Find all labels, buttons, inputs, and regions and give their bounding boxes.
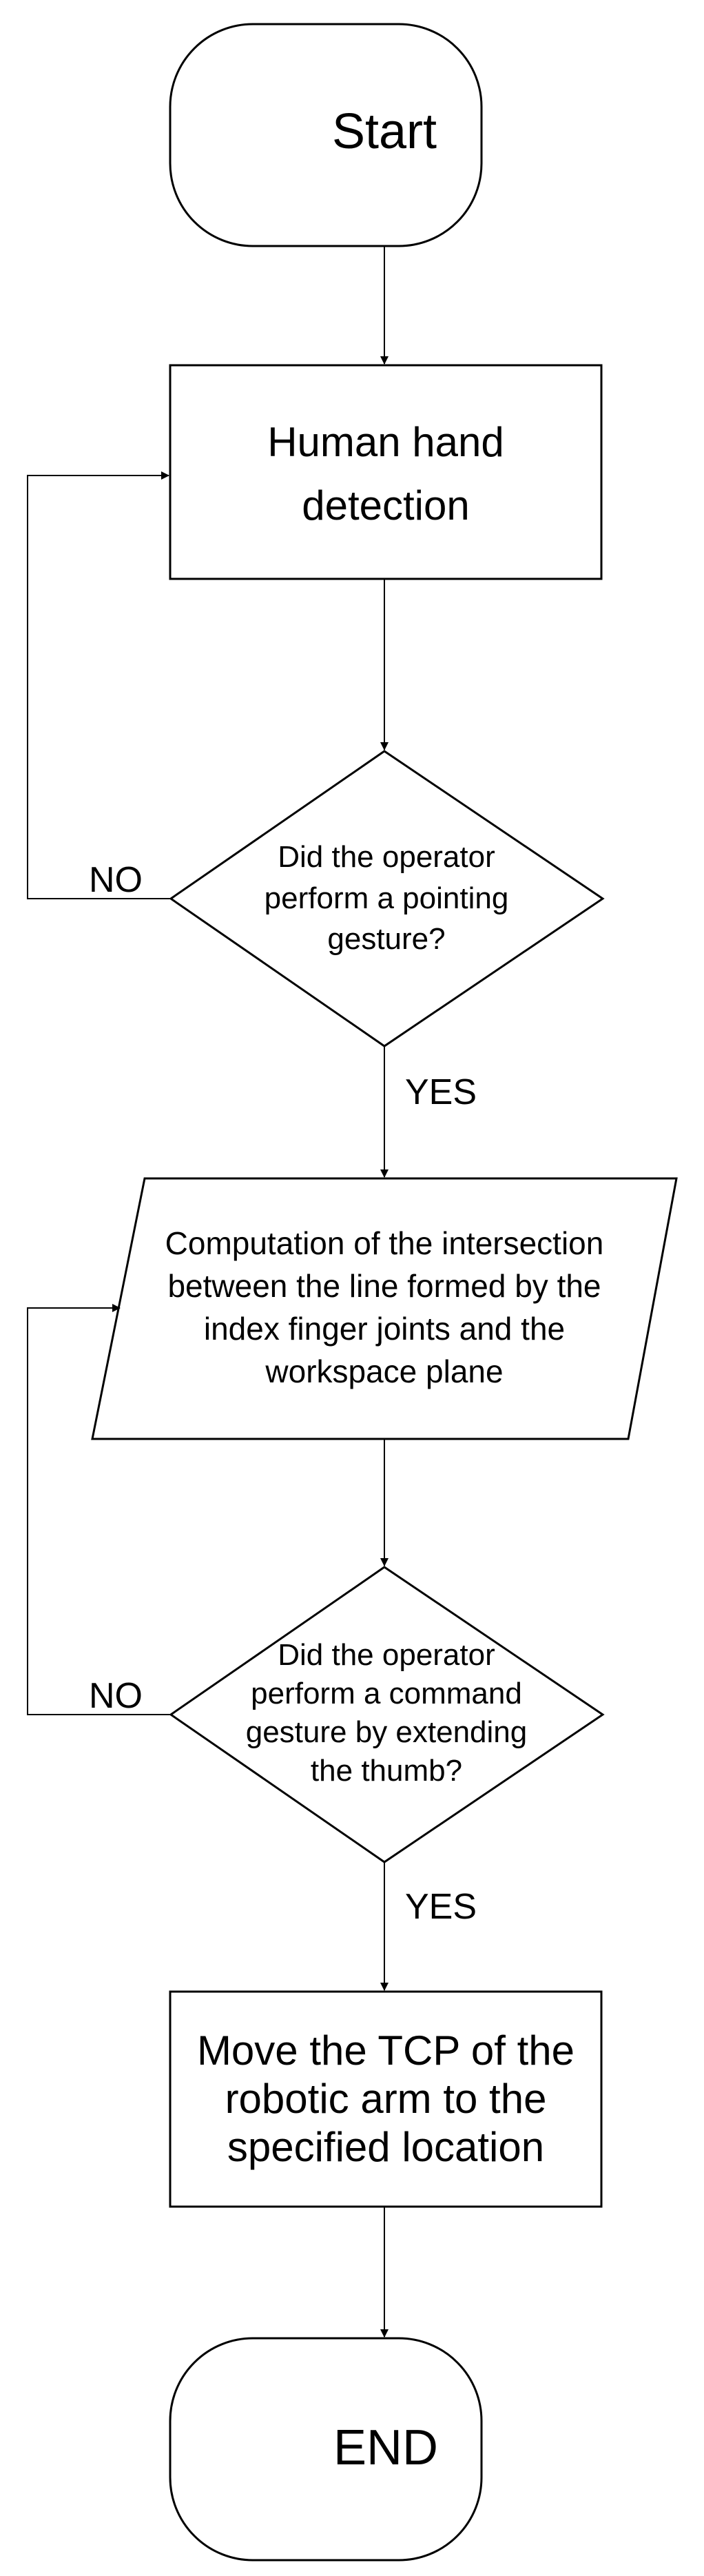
decision2-no-loop-arrow — [27, 1304, 171, 1715]
decision2-line-4: the thumb? — [311, 1754, 462, 1788]
hand-detection-process: Human hand detection — [169, 364, 603, 580]
start-label: Start — [332, 104, 437, 159]
decision1-line-2: perform a pointing — [265, 881, 509, 915]
end-label: END — [333, 2420, 438, 2475]
move-line-2: robotic arm to the — [225, 2076, 547, 2122]
decision2-line-2: perform a command — [251, 1677, 522, 1710]
decision1-line-3: gesture? — [327, 922, 445, 956]
move-line-3: specified location — [227, 2124, 544, 2170]
decision1-line-1: Did the operator — [278, 840, 495, 874]
command-gesture-decision: Did the operator perform a command gestu… — [169, 1566, 605, 1863]
decision2-no-label: NO — [89, 1676, 143, 1716]
compute-line-4: workspace plane — [265, 1353, 503, 1389]
pointing-gesture-decision: Did the operator perform a pointing gest… — [169, 750, 605, 1047]
start-terminal: Start — [169, 23, 483, 247]
hand-detection-line-2: detection — [302, 482, 470, 529]
decision2-line-3: gesture by extending — [246, 1715, 528, 1749]
compute-line-3: index finger joints and the — [204, 1311, 565, 1347]
decision1-yes-label: YES — [405, 1072, 477, 1112]
decision1-no-loop-arrow — [27, 471, 171, 899]
compute-line-2: between the line formed by the — [167, 1268, 601, 1304]
end-terminal: END — [169, 2337, 483, 2562]
decision1-no-label: NO — [89, 860, 143, 900]
move-line-1: Move the TCP of the — [197, 2027, 574, 2074]
intersection-computation-process: Computation of the intersection between … — [91, 1177, 678, 1440]
hand-detection-line-1: Human hand — [267, 419, 504, 465]
decision2-line-1: Did the operator — [278, 1638, 495, 1672]
decision2-yes-label: YES — [405, 1887, 477, 1927]
move-tcp-process: Move the TCP of the robotic arm to the s… — [169, 1990, 603, 2208]
compute-line-1: Computation of the intersection — [165, 1225, 604, 1261]
